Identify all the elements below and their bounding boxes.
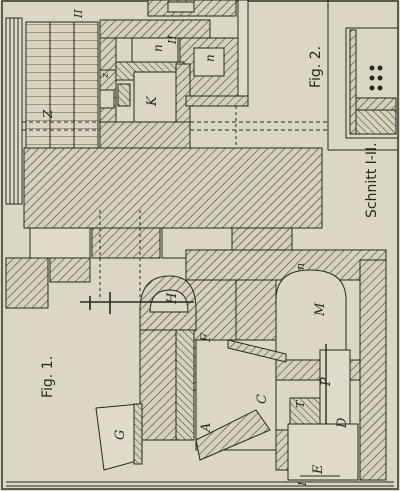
fig1-caption: Fig. 1. bbox=[40, 356, 56, 398]
label-F: F bbox=[199, 332, 214, 343]
section-mark-top-left: II bbox=[72, 9, 85, 19]
label-D: D bbox=[335, 417, 350, 429]
label-A: A bbox=[199, 423, 214, 433]
section-mark-bottom: I bbox=[296, 481, 309, 487]
label-H: H bbox=[165, 292, 180, 305]
label-Z: Z bbox=[41, 109, 55, 119]
label-M: M bbox=[313, 302, 328, 317]
label-C: C bbox=[255, 394, 270, 404]
label-E: E bbox=[311, 464, 326, 475]
label-G: G bbox=[113, 430, 128, 440]
label-P: P bbox=[319, 377, 334, 387]
lower-kiln bbox=[5, 249, 394, 487]
label-n3: n bbox=[294, 263, 307, 270]
fig2-inset bbox=[345, 27, 399, 139]
fig2-caption: Fig. 2. bbox=[308, 46, 324, 88]
label-K: K bbox=[145, 95, 160, 107]
label-n2: n bbox=[203, 54, 217, 62]
label-z: z bbox=[100, 72, 111, 79]
label-T: T bbox=[294, 399, 307, 408]
section-mark-top-right: II bbox=[166, 35, 179, 45]
section-caption: Schnitt I-II. bbox=[364, 142, 380, 218]
label-n1: n bbox=[151, 44, 165, 52]
